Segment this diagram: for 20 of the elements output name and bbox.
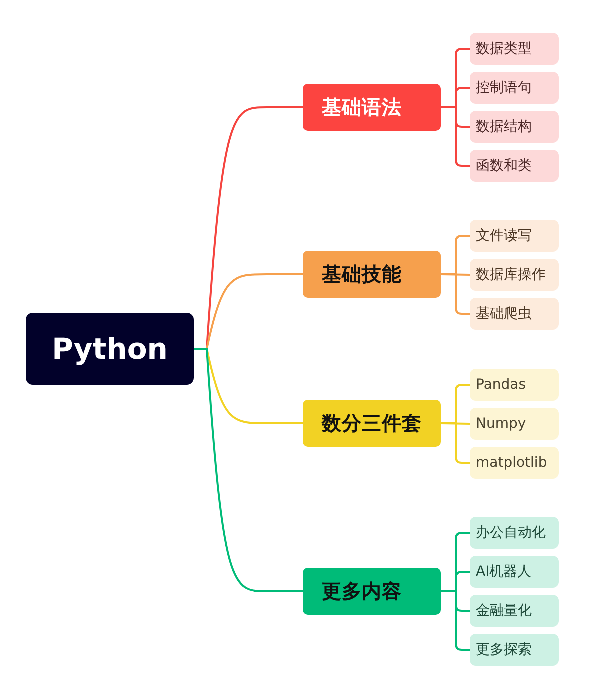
subtopic-box: 金融量化 [470, 595, 559, 627]
subtopic-box: 基础爬虫 [470, 298, 559, 330]
subtopic-box: 数据结构 [470, 111, 559, 143]
subtopic-box: 办公自动化 [470, 517, 559, 549]
subtopic-box: matplotlib [470, 447, 559, 479]
subtopic-box: 更多探索 [470, 634, 559, 666]
subtopic-box: 函数和类 [470, 150, 559, 182]
branch-topic-box: 基础技能 [303, 251, 441, 298]
subtopic-box: Numpy [470, 408, 559, 440]
branch-topic-box: 基础语法 [303, 84, 441, 131]
central-topic-box: Python [26, 313, 194, 385]
branch-topic-box: 更多内容 [303, 568, 441, 615]
branch-topic-box: 数分三件套 [303, 400, 441, 447]
subtopic-box: Pandas [470, 369, 559, 401]
subtopic-box: 数据库操作 [470, 259, 559, 291]
subtopic-box: 控制语句 [470, 72, 559, 104]
subtopic-box: 文件读写 [470, 220, 559, 252]
subtopic-box: AI机器人 [470, 556, 559, 588]
connector-line [194, 348, 303, 592]
subtopic-box: 数据类型 [470, 33, 559, 65]
